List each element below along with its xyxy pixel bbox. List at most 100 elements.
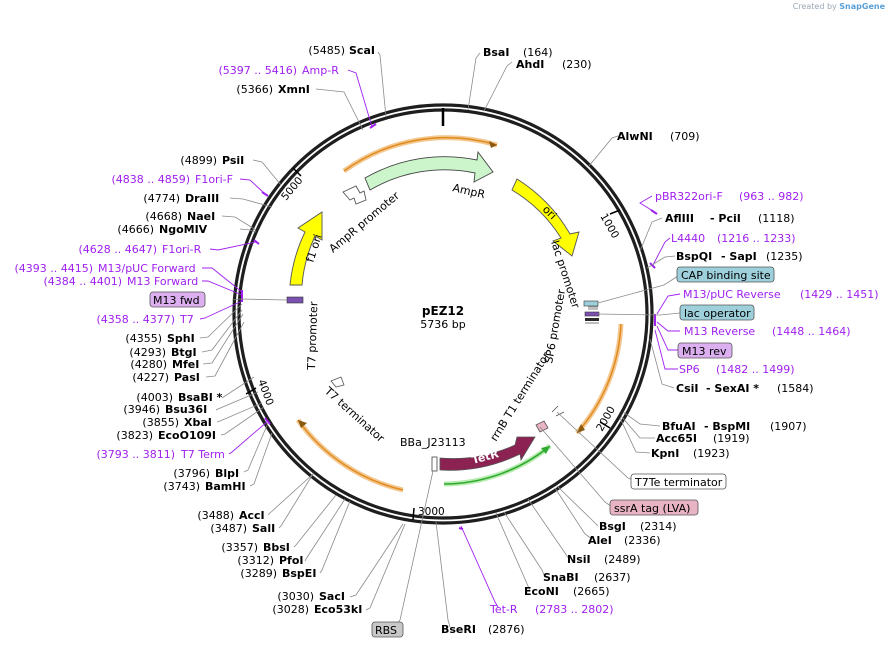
snapgene-credit: Created by SnapGene [793, 2, 885, 11]
ssra-mark [535, 420, 549, 433]
m13fwd-mark [286, 296, 304, 304]
saci-pos: (3030) [277, 590, 314, 603]
sphi-name: SphI [167, 332, 195, 345]
l4440-name: L4440 [671, 232, 705, 245]
ecoo109i-name: EcoO109I [158, 429, 216, 442]
bsu36i-name: Bsu36I [165, 403, 207, 416]
tick-1000-mark [609, 209, 621, 215]
pcii-name: - PciI [710, 212, 741, 225]
m13puc-fwd-name: M13/pUC Forward [98, 262, 196, 275]
lac-operator-box [679, 304, 755, 321]
cap-site-mark [583, 300, 599, 307]
t7te-mark [551, 405, 565, 417]
ampr-primer-name: Amp-R [302, 64, 339, 77]
blpi-name: BlpI [215, 467, 239, 480]
econi-pos: (2665) [573, 585, 610, 598]
alei-pos: (2336) [624, 534, 661, 547]
acci-pos: (3488) [197, 509, 234, 522]
pasi-pos: (4227) [132, 371, 169, 384]
pfoi-pos: (3312) [237, 554, 274, 567]
ngomiv-name: NgoMIV [159, 223, 208, 236]
blpi-pos: (3796) [173, 467, 210, 480]
ssra-box [609, 499, 699, 516]
f1orir-name: F1ori-R [162, 243, 202, 256]
t7te-label: T7Te terminator [634, 476, 723, 489]
ecoo109i-pos: (3823) [116, 429, 153, 442]
kpni-pos: (1923) [693, 447, 730, 460]
t7te-box [630, 473, 727, 490]
afliii-name: AflIII [665, 212, 694, 225]
bamhi-pos: (3743) [163, 480, 200, 493]
bspei-pos: (3289) [240, 567, 277, 580]
ngomiv-pos: (4666) [117, 223, 154, 236]
sphi-pos: (4355) [125, 332, 162, 345]
xbai-pos: (3855) [142, 416, 179, 429]
snabi-pos: (2637) [594, 571, 631, 584]
bsai-pos: (164) [523, 46, 553, 59]
t7term-pos: (3793 .. 3811) [96, 448, 175, 461]
f1ori-feature [289, 211, 323, 286]
t7-primer-name: T7 [179, 313, 194, 326]
ori-feature [511, 178, 580, 257]
f1orir-primer-mark [253, 239, 260, 245]
eco53ki-name: Eco53kI [314, 603, 362, 616]
m13-forward-pos: (4384 .. 4401) [43, 275, 122, 288]
bba-mark [431, 456, 438, 472]
ampr-promoter-arrow [342, 185, 367, 205]
credit-prefix: Created by [792, 2, 837, 11]
sp6-pos: (1482 .. 1499) [716, 363, 795, 376]
m13puc-rev-name: M13/pUC Reverse [683, 288, 781, 301]
m13-reverse-name: M13 Reverse [684, 325, 755, 338]
bsabi-pos: (4003) [136, 391, 173, 404]
tick-3000-mark [412, 507, 415, 521]
naei-name: NaeI [187, 210, 215, 223]
bbsi-pos: (3357) [221, 541, 258, 554]
rbs-box [371, 621, 404, 638]
eco53ki-pos: (3028) [272, 603, 309, 616]
scai-name: ScaI [349, 44, 375, 57]
econi-name: EcoNI [524, 585, 559, 598]
tick-5000-mark [292, 167, 302, 177]
nsii-pos: (2489) [604, 553, 641, 566]
m13-fwd-box [149, 291, 206, 308]
scai-pos: (5485) [308, 44, 345, 57]
bfuai-name: BfuAI [662, 420, 696, 433]
tetr-primer-name: Tet-R [489, 603, 518, 616]
l4440-primer-mark [649, 262, 656, 269]
bsu36i-pos: (3946) [123, 403, 160, 416]
tetr-feature [439, 436, 536, 471]
bfuai-pos: (1907) [770, 420, 807, 433]
f1orif-pos: (4838 .. 4859) [111, 173, 190, 186]
acc65i-pos: (1919) [713, 432, 750, 445]
plasmid-name: pEZ12 [422, 304, 464, 318]
kpni-name: KpnI [651, 447, 679, 460]
xmni-name: XmnI [278, 83, 310, 96]
bsgi-pos: (2314) [640, 520, 677, 533]
sali-name: SalI [252, 522, 275, 535]
sapi-name: - SapI [721, 250, 757, 263]
bsai-name: BsaI [483, 46, 509, 59]
m13-forward-name: M13 Forward [127, 275, 198, 288]
pbr-name: pBR322ori-F [655, 190, 723, 203]
backbone-outer [232, 103, 654, 525]
tick-1000: 1000 [597, 212, 621, 241]
xbai-name: XbaI [184, 416, 212, 429]
naei-pos: (4668) [145, 210, 182, 223]
ampr-feature [364, 150, 494, 191]
tick-3000: 3000 [418, 506, 445, 518]
tick-2000-mark [599, 421, 611, 429]
pfoi-name: PfoI [279, 554, 304, 567]
tick-4000-mark [245, 387, 257, 395]
bspqi-name: BspQI [676, 250, 712, 263]
ampr-primer-pos: (5397 .. 5416) [218, 64, 297, 77]
snabi-name: SnaBI [543, 571, 579, 584]
psii-pos: (4899) [180, 154, 217, 167]
t7-terminator-label: T7 terminator [321, 384, 387, 445]
t7term-name: T7 Term [180, 448, 225, 461]
bspqi-pos: (1235) [766, 250, 803, 263]
l4440-pos: (1216 .. 1233) [717, 232, 796, 245]
m13-reverse-pos: (1448 .. 1464) [772, 325, 851, 338]
ampr-label: AmpR [451, 181, 486, 201]
saci-name: SacI [319, 590, 345, 603]
